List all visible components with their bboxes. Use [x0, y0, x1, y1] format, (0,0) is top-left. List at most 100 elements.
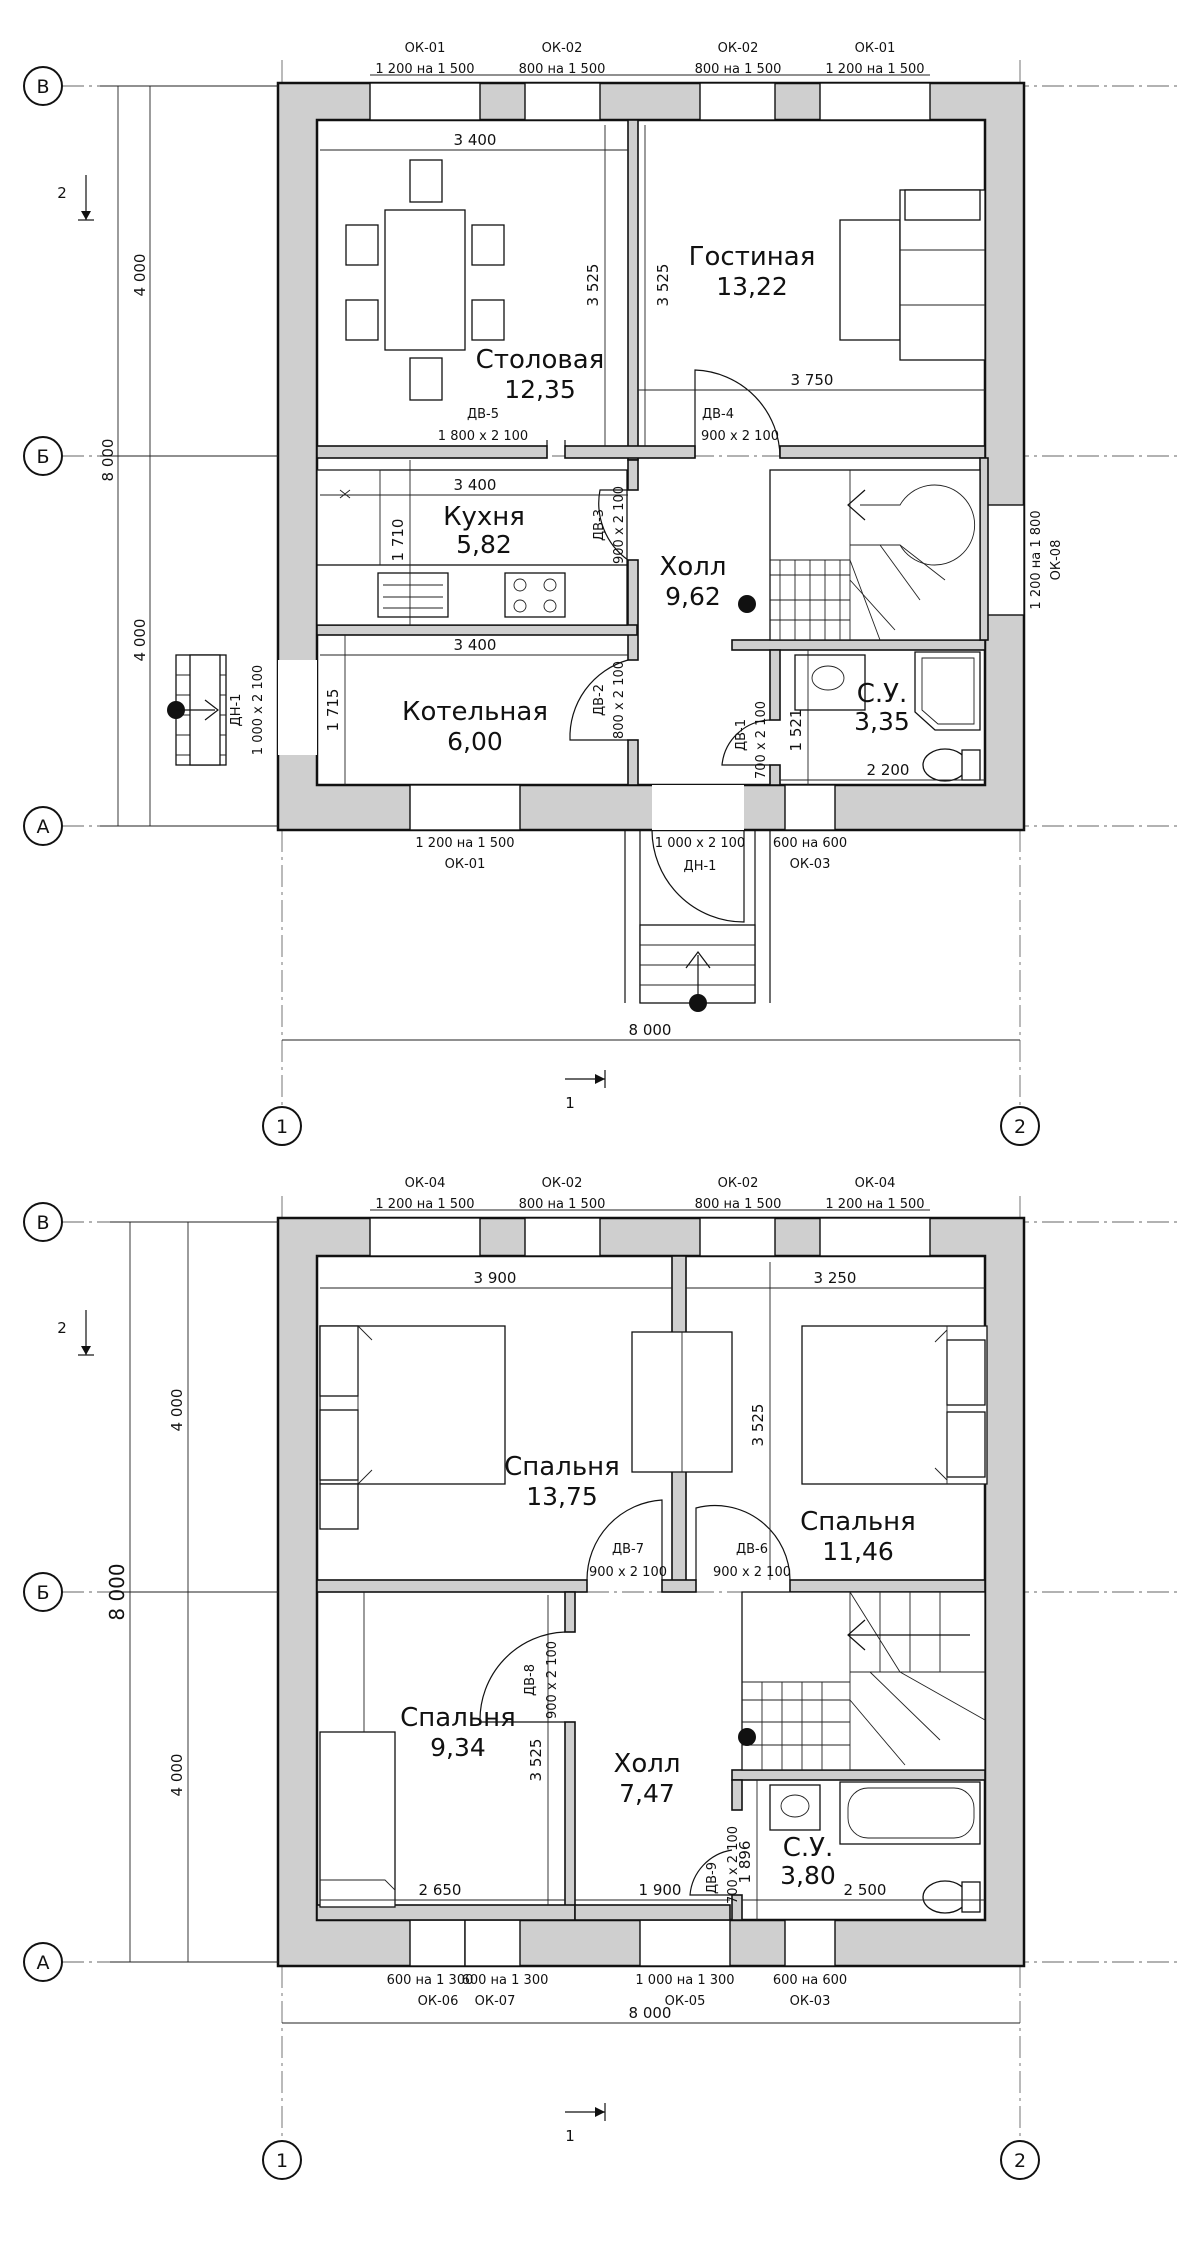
room-name: Кухня — [443, 502, 525, 532]
door-code: ДН-1 — [229, 694, 244, 727]
sink-icon — [377, 572, 449, 618]
window-code: ОК-08 — [1049, 540, 1064, 581]
window-size: 1 000 на 1 300 — [635, 1973, 734, 1988]
room-name: Холл — [660, 552, 727, 582]
bathtub-icon — [839, 1781, 981, 1845]
door-code: ДВ-6 — [736, 1542, 768, 1557]
room-area: 6,00 — [447, 727, 503, 756]
window-size: 1 200 на 1 500 — [415, 836, 514, 851]
window-code: ОК-01 — [855, 41, 896, 56]
door-swing-dv4 — [694, 369, 781, 459]
toilet-icon — [922, 1880, 968, 1914]
window-size: 1 200 на 1 800 — [1029, 510, 1044, 609]
room-area: 13,75 — [526, 1482, 598, 1511]
window-code: ОК-02 — [542, 41, 583, 56]
axis-label-v: В — [36, 1212, 49, 1234]
bathroom-fixtures-floor2 — [769, 1781, 981, 1914]
window-code: ОК-07 — [475, 1994, 516, 2009]
partition-bed-hall-mid — [661, 1579, 697, 1593]
window-code: ОК-04 — [405, 1176, 446, 1191]
partition-living-hall — [779, 445, 986, 459]
door-size: 700 х 2 100 — [726, 1826, 741, 1904]
door-opening-front — [652, 785, 744, 830]
window-top-1 — [369, 82, 481, 121]
axis-label-2: 2 — [1014, 2150, 1026, 2172]
axis-label-v: В — [36, 76, 49, 98]
window-bottom-5 — [639, 1919, 731, 1967]
dimension-label: 3 250 — [814, 1269, 857, 1287]
door-code: ДВ-8 — [523, 1664, 538, 1696]
window-code: ОК-04 — [855, 1176, 896, 1191]
front-porch — [624, 829, 771, 1012]
dimension-label: 2 650 — [419, 1881, 462, 1899]
axis-marker-2 — [1000, 1106, 1040, 1146]
door-code: ДВ-2 — [592, 684, 607, 716]
door-code: ДВ-5 — [467, 407, 499, 422]
partition-bath-top — [731, 639, 986, 651]
window-bottom-6 — [409, 1919, 466, 1967]
window-size: 800 на 1 500 — [695, 1197, 782, 1212]
axis-marker-a — [23, 1942, 63, 1982]
window-size: 600 на 600 — [773, 836, 847, 851]
partition-hall-bottom — [574, 1904, 731, 1921]
section-label-2: 2 — [57, 1319, 67, 1337]
shower-icon — [914, 651, 981, 731]
window-right-8 — [984, 504, 1025, 616]
dimension-label: 3 525 — [749, 1404, 767, 1447]
porch-marker — [689, 994, 707, 1012]
window-code: ОК-01 — [405, 41, 446, 56]
door-swing-dv8 — [479, 1631, 566, 1723]
dimension-label: 4 000 — [131, 619, 149, 662]
door-size: 900 х 2 100 — [612, 486, 627, 564]
door-size: 900 х 2 100 — [701, 429, 779, 444]
dimension-label: 3 400 — [454, 131, 497, 149]
room-area: 11,46 — [822, 1537, 894, 1566]
staircase-floor2 — [738, 1591, 986, 1771]
toilet-icon — [922, 748, 968, 782]
door-code: ДВ-7 — [612, 1542, 644, 1557]
opening-dv5 — [546, 440, 566, 446]
door-code: ДВ-9 — [705, 1862, 720, 1894]
partition-bed3-hall — [564, 1721, 576, 1921]
washbasin-icon — [794, 654, 866, 711]
dimension-label: 1 715 — [324, 689, 342, 732]
partition-boiler-hall — [627, 739, 639, 786]
window-code: ОК-02 — [718, 41, 759, 56]
dimension-label: 8 000 — [99, 439, 117, 482]
door-size: 1 800 х 2 100 — [438, 429, 528, 444]
dimension-label: 3 900 — [474, 1269, 517, 1287]
axis-marker-b — [23, 436, 63, 476]
stair-start-marker — [738, 1728, 756, 1746]
window-code: ОК-02 — [542, 1176, 583, 1191]
dimension-label: 3 750 — [791, 371, 834, 389]
window-code: ОК-02 — [718, 1176, 759, 1191]
door-code: ДВ-3 — [592, 509, 607, 541]
room-name: Гостиная — [689, 242, 816, 272]
dimension-label: 2 500 — [844, 1881, 887, 1899]
stove-icon — [504, 572, 566, 618]
door-swing-dv3 — [598, 489, 629, 561]
partition-bed3-stub — [564, 1591, 576, 1633]
dimension-label: 8 000 — [629, 1021, 672, 1039]
dimension-label: 1 896 — [736, 1841, 754, 1884]
door-swing-dv9 — [689, 1849, 733, 1896]
room-name: Спальня — [400, 1703, 516, 1733]
axis-marker-1 — [262, 2140, 302, 2180]
kitchen-counter — [316, 469, 628, 626]
window-top-3 — [699, 82, 776, 121]
floor2-dimension-lines — [78, 1209, 1020, 2121]
room-area: 3,80 — [780, 1861, 836, 1890]
staircase-floor1 — [738, 469, 981, 641]
window-bottom-3 — [784, 1919, 836, 1967]
partition-kitchen-hall — [627, 559, 639, 661]
dimension-label: 2 200 — [867, 761, 910, 779]
partition-stair-right — [979, 457, 989, 641]
axis-marker-v — [23, 1202, 63, 1242]
room-area: 3,35 — [854, 707, 910, 736]
door-swing-dv2 — [569, 659, 629, 741]
window-code: ОК-03 — [790, 1994, 831, 2009]
partition-dining-kitchen — [316, 445, 548, 459]
bed-master — [319, 1325, 506, 1530]
partition-bath-left — [731, 1779, 743, 1811]
